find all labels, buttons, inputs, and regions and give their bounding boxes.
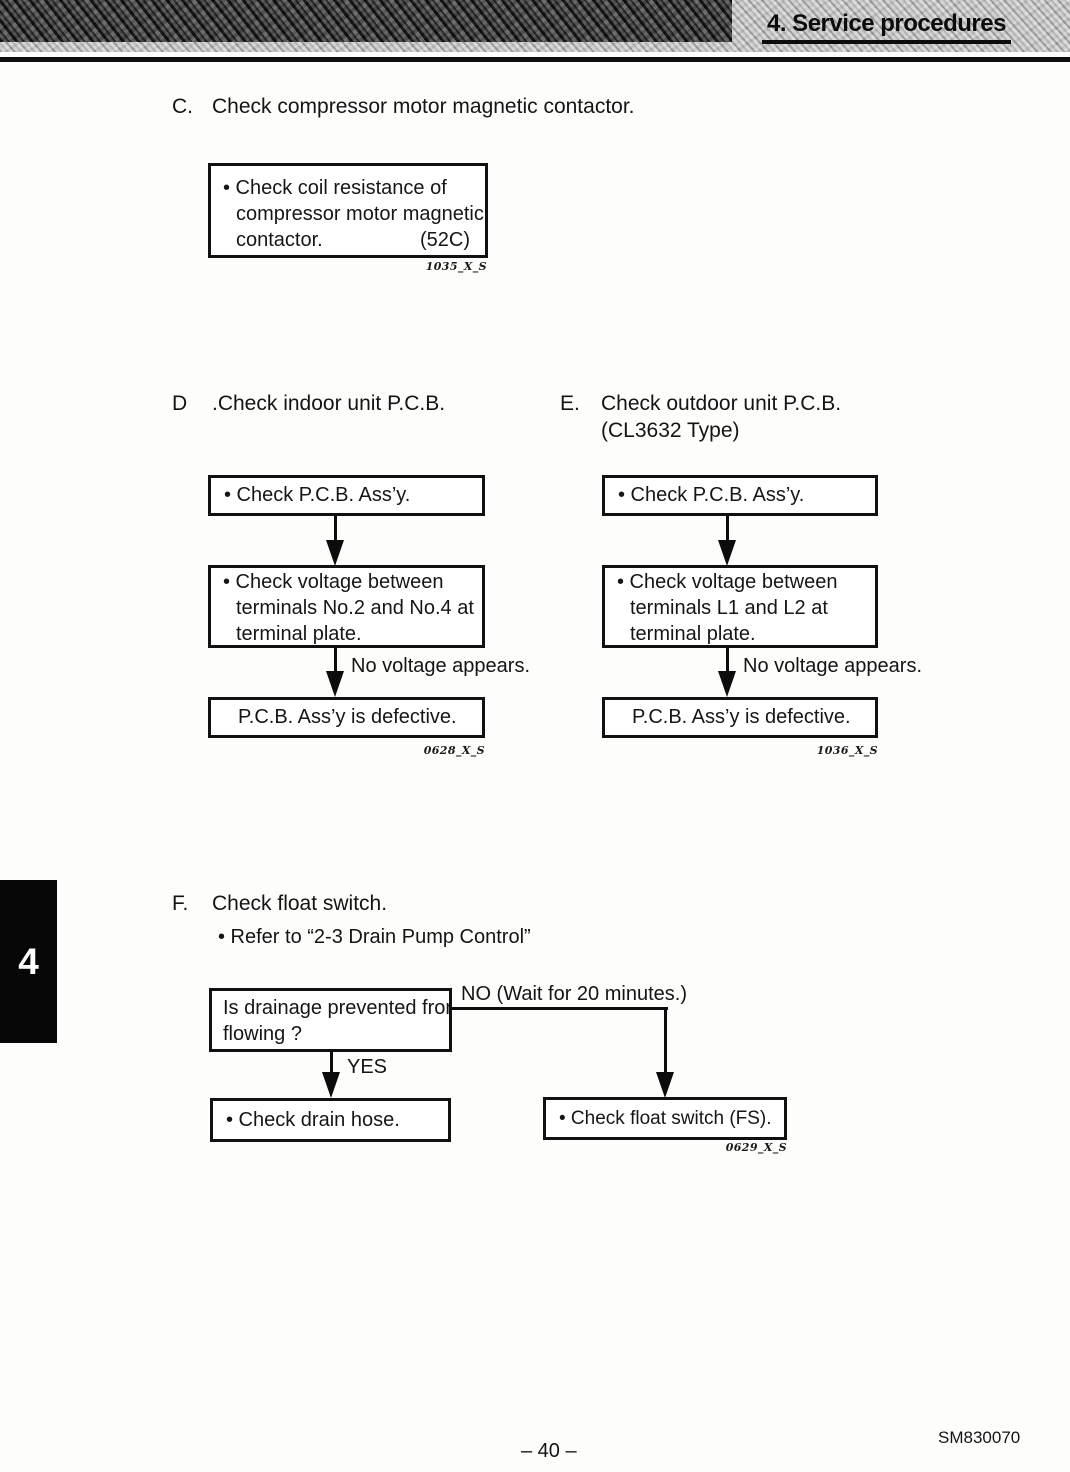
page-number: – 40 – bbox=[521, 1440, 577, 1462]
chapter-title: 4. Service procedures bbox=[762, 10, 1011, 44]
flow-box-d2-line3: terminal plate. bbox=[236, 623, 362, 645]
section-f-note: • Refer to “2-3 Drain Pump Control” bbox=[218, 926, 531, 948]
section-e-heading-line2: (CL3632 Type) bbox=[601, 419, 740, 442]
flow-box-f-yes-result: • Check drain hose. bbox=[210, 1098, 451, 1142]
flow-box-d3: P.C.B. Ass’y is defective. bbox=[208, 697, 485, 738]
flow-box-e1-text: • Check P.C.B. Ass’y. bbox=[618, 484, 805, 506]
flow-box-e2-line1: • Check voltage between bbox=[617, 571, 838, 593]
chapter-tab-number: 4 bbox=[18, 940, 39, 982]
flow-box-c1-line3: contactor. bbox=[236, 229, 323, 251]
arrow-down-yes bbox=[322, 1072, 340, 1098]
no-branch-vline bbox=[664, 1007, 667, 1074]
flow-box-e1: • Check P.C.B. Ass’y. bbox=[602, 475, 878, 516]
flow-box-f-decision-line1: Is drainage prevented from bbox=[223, 997, 452, 1019]
arrow-down-no bbox=[656, 1072, 674, 1098]
yes-branch-vline bbox=[330, 1052, 333, 1076]
chapter-tab: 4 bbox=[0, 880, 57, 1043]
flow-box-f-no-text: • Check float switch (FS). bbox=[559, 1107, 772, 1129]
section-d-heading-text: .Check indoor unit P.C.B. bbox=[212, 392, 446, 415]
section-d-label: D bbox=[172, 392, 188, 415]
figure-id-f: 0629_X_S bbox=[725, 1141, 787, 1154]
flow-box-f-no-result: • Check float switch (FS). bbox=[543, 1097, 787, 1140]
header-rule bbox=[0, 57, 1070, 62]
arrow-label-e: No voltage appears. bbox=[743, 655, 923, 677]
flow-box-e2-line3: terminal plate. bbox=[630, 623, 756, 645]
flow-box-f-decision: Is drainage prevented from flowing ? bbox=[209, 988, 452, 1052]
header-dark-texture bbox=[0, 0, 732, 42]
flow-box-f-yes-text: • Check drain hose. bbox=[226, 1108, 400, 1131]
section-e-label: E. bbox=[560, 392, 580, 415]
flow-box-d2: • Check voltage between terminals No.2 a… bbox=[208, 565, 485, 648]
flow-box-c1: • Check coil resistance of compressor mo… bbox=[208, 163, 488, 258]
flow-box-c1-line2: compressor motor magnetic bbox=[236, 203, 484, 225]
arrow-down-d1 bbox=[326, 540, 344, 566]
section-c-heading: C. Check compressor motor magnetic contac… bbox=[172, 95, 635, 119]
arrow-label-d: No voltage appears. bbox=[351, 655, 531, 677]
section-f-heading-text: Check float switch. bbox=[212, 892, 388, 915]
flow-box-e2: • Check voltage between terminals L1 and… bbox=[602, 565, 878, 648]
section-f-label: F. bbox=[172, 892, 189, 915]
connector-e2 bbox=[726, 648, 729, 673]
flow-box-c1-line1: • Check coil resistance of bbox=[223, 177, 447, 199]
section-d-heading: D .Check indoor unit P.C.B. bbox=[172, 392, 445, 416]
no-branch-hline bbox=[452, 1007, 668, 1010]
connector-e1 bbox=[726, 516, 729, 542]
section-e-heading-text: Check outdoor unit P.C.B. bbox=[601, 392, 842, 415]
flow-box-e3: P.C.B. Ass’y is defective. bbox=[602, 697, 878, 738]
section-f-heading: F. Check float switch. bbox=[172, 892, 387, 916]
header-band bbox=[0, 0, 1070, 52]
flow-box-d3-text: P.C.B. Ass’y is defective. bbox=[238, 706, 457, 728]
flow-box-d1: • Check P.C.B. Ass’y. bbox=[208, 475, 485, 516]
arrow-down-e1 bbox=[718, 540, 736, 566]
figure-id-d: 0628_X_S bbox=[423, 744, 485, 757]
yes-branch-label: YES bbox=[347, 1056, 388, 1078]
section-c-label: C. bbox=[172, 95, 193, 118]
connector-d2 bbox=[334, 648, 337, 673]
section-e-heading: E. Check outdoor unit P.C.B. bbox=[560, 392, 841, 416]
connector-d1 bbox=[334, 516, 337, 542]
arrow-down-d2 bbox=[326, 671, 344, 697]
flow-box-e2-line2: terminals L1 and L2 at bbox=[630, 597, 828, 619]
flow-box-d2-line2: terminals No.2 and No.4 at bbox=[236, 597, 474, 619]
flow-box-d2-line1: • Check voltage between bbox=[223, 571, 444, 593]
section-c-heading-text: Check compressor motor magnetic contacto… bbox=[212, 95, 635, 118]
doc-number: SM830070 bbox=[938, 1428, 1021, 1447]
arrow-down-e2 bbox=[718, 671, 736, 697]
figure-id-e: 1036_X_S bbox=[816, 744, 878, 757]
flow-box-c1-tag: (52C) bbox=[419, 229, 470, 251]
flow-box-f-decision-line2: flowing ? bbox=[223, 1023, 302, 1045]
figure-id-c: 1035_X_S bbox=[425, 260, 487, 273]
flow-box-d1-text: • Check P.C.B. Ass’y. bbox=[224, 484, 411, 506]
no-branch-label: NO (Wait for 20 minutes.) bbox=[461, 983, 687, 1005]
flow-box-e3-text: P.C.B. Ass’y is defective. bbox=[632, 706, 851, 728]
